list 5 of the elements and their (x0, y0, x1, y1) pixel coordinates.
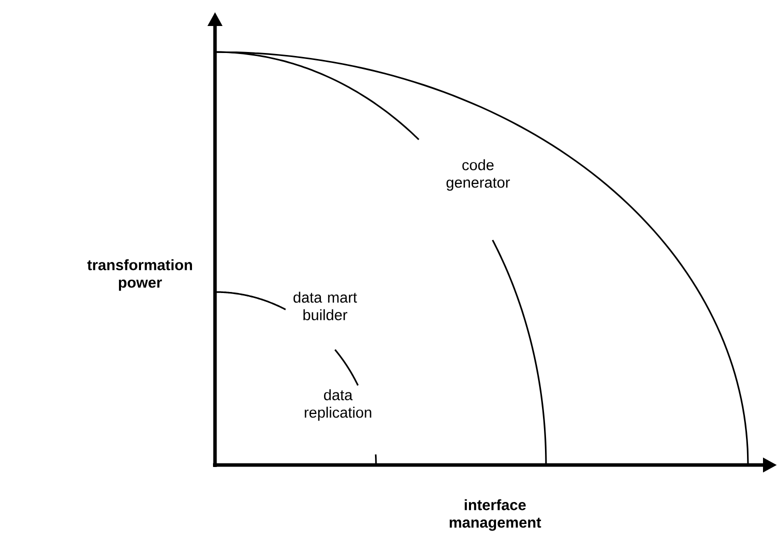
axis-title: transformation power (87, 259, 192, 291)
curve-label: code generator (446, 159, 510, 191)
curve-label: data mart builder (294, 292, 357, 320)
axis-title: interface management (450, 499, 542, 531)
curve-label: data replication (304, 389, 372, 421)
